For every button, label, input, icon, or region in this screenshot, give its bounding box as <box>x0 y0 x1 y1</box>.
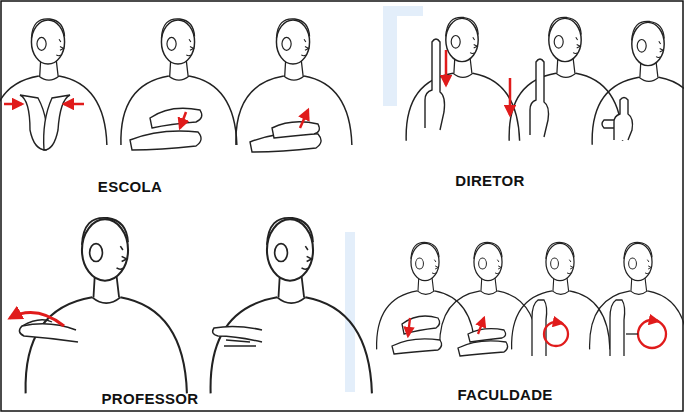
motion-arrow <box>180 112 186 128</box>
hand <box>530 59 549 137</box>
motion-arrow <box>509 78 512 115</box>
signer-figure <box>121 19 237 145</box>
hand <box>602 98 633 141</box>
hand <box>20 95 47 150</box>
finger <box>626 333 638 334</box>
hand <box>468 329 506 342</box>
hand <box>130 131 201 150</box>
motion-circle <box>544 322 568 346</box>
signer-figure <box>377 242 475 349</box>
motion-arrow <box>652 320 658 321</box>
motion-arrow <box>478 318 484 334</box>
motion-arrow <box>556 322 562 323</box>
hand <box>213 326 262 342</box>
escola-panel <box>0 19 352 152</box>
divider-band <box>383 6 397 106</box>
sign-label: ESCOLA <box>98 178 162 195</box>
signer-figure <box>236 19 352 145</box>
signer-figure <box>211 218 372 394</box>
signer-figure <box>406 17 519 140</box>
professor-panel <box>10 218 372 394</box>
motion-arrow <box>408 318 410 336</box>
hand <box>425 39 445 130</box>
divider-band <box>383 6 423 16</box>
diretor-panel <box>406 17 684 144</box>
motion-arrow <box>64 103 84 106</box>
hand <box>458 341 508 356</box>
signer-figure <box>26 218 187 394</box>
hand <box>272 122 319 138</box>
divider-band <box>345 232 355 392</box>
signer-figure <box>592 21 684 144</box>
faculdade-panel <box>377 242 684 356</box>
motion-circle <box>638 320 666 348</box>
hand <box>150 108 202 128</box>
signer-figure <box>512 242 610 349</box>
sign-label: FACULDADE <box>457 386 552 403</box>
hand <box>610 300 625 356</box>
sign-label: DIRETOR <box>455 172 524 189</box>
finger <box>22 320 52 326</box>
finger <box>224 340 256 346</box>
hand <box>392 339 442 354</box>
motion-arrow <box>445 50 448 85</box>
signer-figure <box>440 242 538 349</box>
motion-arrow <box>10 313 64 326</box>
motion-arrow <box>300 110 308 128</box>
signer-figure <box>590 242 684 349</box>
motion-arrow <box>4 103 22 106</box>
hand <box>19 324 78 342</box>
sign-label: PROFESSOR <box>102 390 199 407</box>
